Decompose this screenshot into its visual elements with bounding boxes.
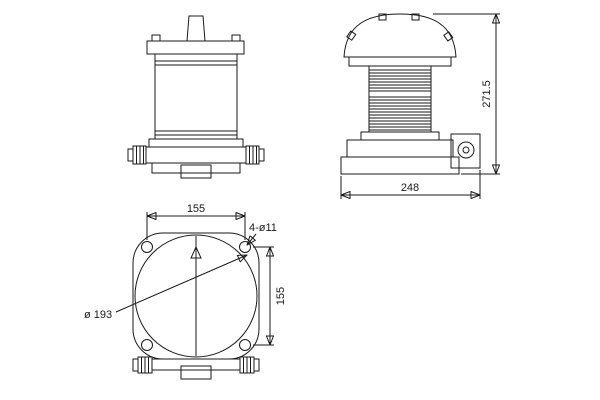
front-view [127,15,265,179]
side-dome-bolt-right [411,13,420,21]
side-lower-plate [360,131,440,141]
plan-bolt-hole [239,241,251,253]
dim-bolt-holes-label: 4-ø11 [249,222,277,234]
leader-diameter [115,255,247,313]
front-stem [186,15,206,42]
front-top-plate [146,40,245,55]
plan-orientation-mark [190,245,202,259]
plan-bottom-band [151,358,241,371]
plan-bottom-block [180,365,212,380]
dim-base-diameter-label: ø 193 [84,309,112,321]
side-view: 271.5 248 [340,13,500,199]
front-lower-band [151,162,241,174]
front-bolt-right [231,34,241,42]
dim-overall-width-label: 248 [401,182,419,194]
dim-hole-spacing-vertical-label: 155 [275,287,287,305]
dim-overall-height-label: 271.5 [481,80,493,108]
side-knob [457,141,475,159]
plan-base-circle [134,234,258,358]
plan-bolt-hole [239,339,251,351]
side-base-upper [346,139,454,158]
front-body [154,53,238,140]
side-dome-bolt-left [378,13,387,21]
side-base-lower [340,156,460,175]
front-base [145,146,247,164]
plan-view: ø 193 155 155 4-ø11 [84,203,287,380]
plan-bolt-hole [141,339,153,351]
front-bolt-left [151,34,161,42]
front-bottom-block [180,164,212,179]
side-junction-box [450,133,481,169]
side-top-plate [348,56,452,67]
front-lower-flange [148,138,244,148]
leader-bolt-holes [247,233,257,245]
dim-hole-spacing-horizontal-label: 155 [187,203,205,215]
side-dome [343,13,457,58]
plan-bolt-hole [141,241,153,253]
